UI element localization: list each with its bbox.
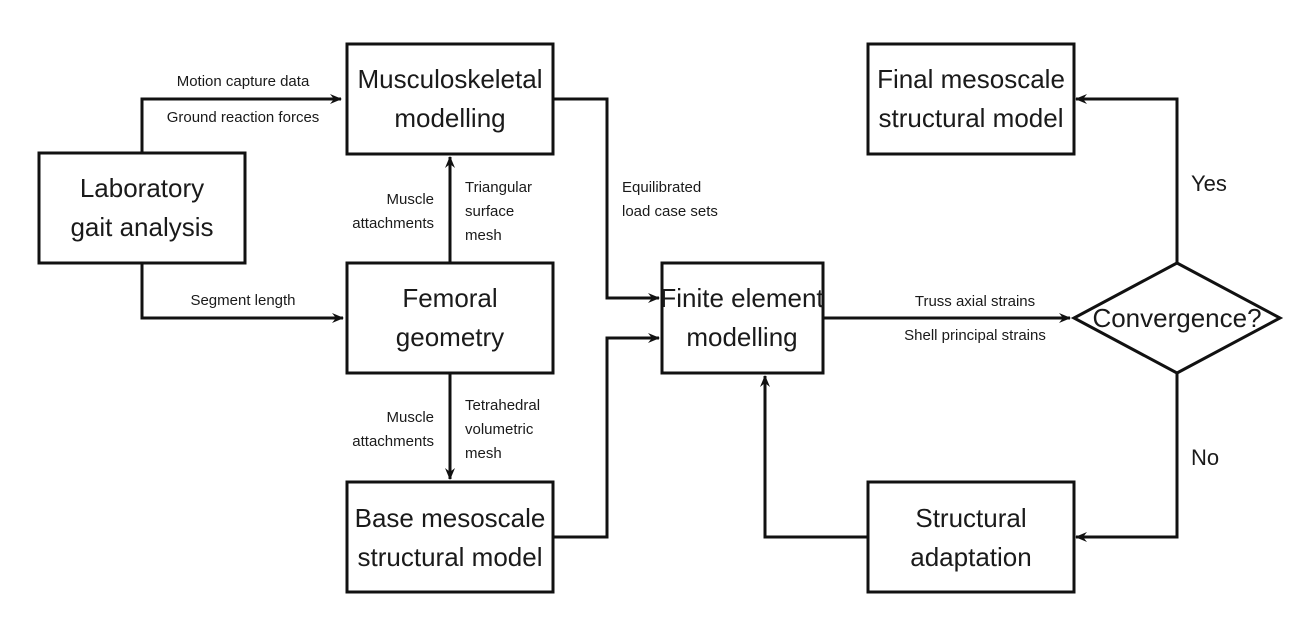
edge-label-motion-capture: Motion capture data xyxy=(177,73,310,90)
edge-label-no: No xyxy=(1191,445,1219,470)
edge-label-muscle-attachments-up: Muscle xyxy=(386,191,434,208)
node-convergence: Convergence? xyxy=(1070,261,1284,375)
node-label: structural model xyxy=(879,103,1064,133)
edge-label-tetrahedral-mesh: volumetric xyxy=(465,421,534,438)
node-label: Laboratory xyxy=(80,173,204,203)
edge-label-segment-length: Segment length xyxy=(190,292,295,309)
node-label: Convergence? xyxy=(1092,303,1261,333)
node-label: gait analysis xyxy=(70,212,213,242)
node-label: geometry xyxy=(396,322,504,352)
node-label: Musculoskeletal xyxy=(358,64,543,94)
edge-lab-to-musculo xyxy=(140,94,342,153)
edge-label-tetrahedral-mesh: mesh xyxy=(465,445,502,462)
edge-label-equilibrated: Equilibrated xyxy=(622,179,701,196)
node-musculoskeletal: Musculoskeletal modelling xyxy=(345,42,555,156)
edge-label-ground-reaction: Ground reaction forces xyxy=(167,109,320,126)
edge-label-muscle-attachments-down: attachments xyxy=(352,433,434,450)
edge-label-triangular-mesh: surface xyxy=(465,203,514,220)
node-final-mesoscale: Final mesoscale structural model xyxy=(866,42,1076,156)
edge-lab-to-femoral xyxy=(140,263,344,323)
node-label: Final mesoscale xyxy=(877,64,1065,94)
edge-label-tetrahedral-mesh: Tetrahedral xyxy=(465,397,540,414)
edge-base-to-fe xyxy=(553,333,660,539)
node-label: Femoral xyxy=(402,283,497,313)
node-label: Finite element xyxy=(660,283,824,313)
node-label: Base mesoscale xyxy=(355,503,546,533)
node-lab: Laboratory gait analysis xyxy=(37,151,247,265)
node-label: modelling xyxy=(686,322,797,352)
edge-label-triangular-mesh: mesh xyxy=(465,227,502,244)
edge-label-truss-strains: Truss axial strains xyxy=(915,293,1035,310)
node-label: adaptation xyxy=(910,542,1031,572)
node-base-mesoscale: Base mesoscale structural model xyxy=(345,480,555,594)
edge-musculo-to-fe xyxy=(553,97,660,303)
edge-label-muscle-attachments-up: attachments xyxy=(352,215,434,232)
edge-label-equilibrated: load case sets xyxy=(622,203,718,220)
edge-adapt-to-fe xyxy=(760,375,868,539)
node-label: structural model xyxy=(358,542,543,572)
edge-label-shell-strains: Shell principal strains xyxy=(904,327,1046,344)
edge-label-muscle-attachments-down: Muscle xyxy=(386,409,434,426)
edge-label-triangular-mesh: Triangular xyxy=(465,179,532,196)
edge-label-yes: Yes xyxy=(1191,171,1227,196)
node-finite-element: Finite element modelling xyxy=(660,261,825,375)
edge-convergence-yes xyxy=(1075,94,1179,263)
node-label: modelling xyxy=(394,103,505,133)
node-structural-adaptation: Structural adaptation xyxy=(866,480,1076,594)
node-label: Structural xyxy=(915,503,1026,533)
node-femoral: Femoral geometry xyxy=(345,261,555,375)
edge-convergence-no xyxy=(1075,373,1179,542)
